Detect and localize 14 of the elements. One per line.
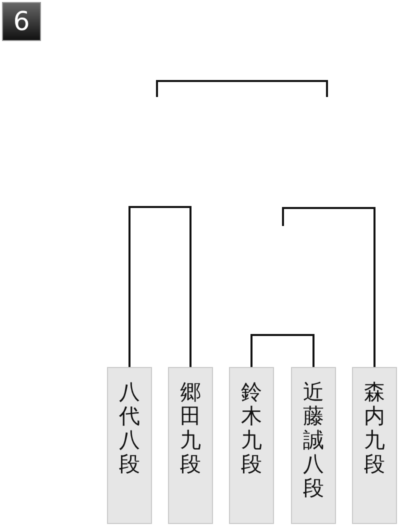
bracket-line: [282, 207, 376, 367]
bracket-line: [250, 334, 314, 367]
player-name: 近藤誠八段: [302, 380, 324, 500]
player-name: 鈴木九段: [240, 380, 262, 476]
player-card: [168, 367, 213, 524]
player-card: [229, 367, 274, 524]
player-card: [107, 367, 152, 524]
player-name: 郷田九段: [180, 380, 202, 476]
player-card: [291, 367, 336, 524]
bracket-line: [128, 206, 192, 367]
player-name: 八代八段: [118, 380, 140, 476]
player-card: [352, 367, 397, 524]
player-name: 森内九段: [364, 380, 386, 476]
number-badge: 6: [2, 2, 41, 41]
